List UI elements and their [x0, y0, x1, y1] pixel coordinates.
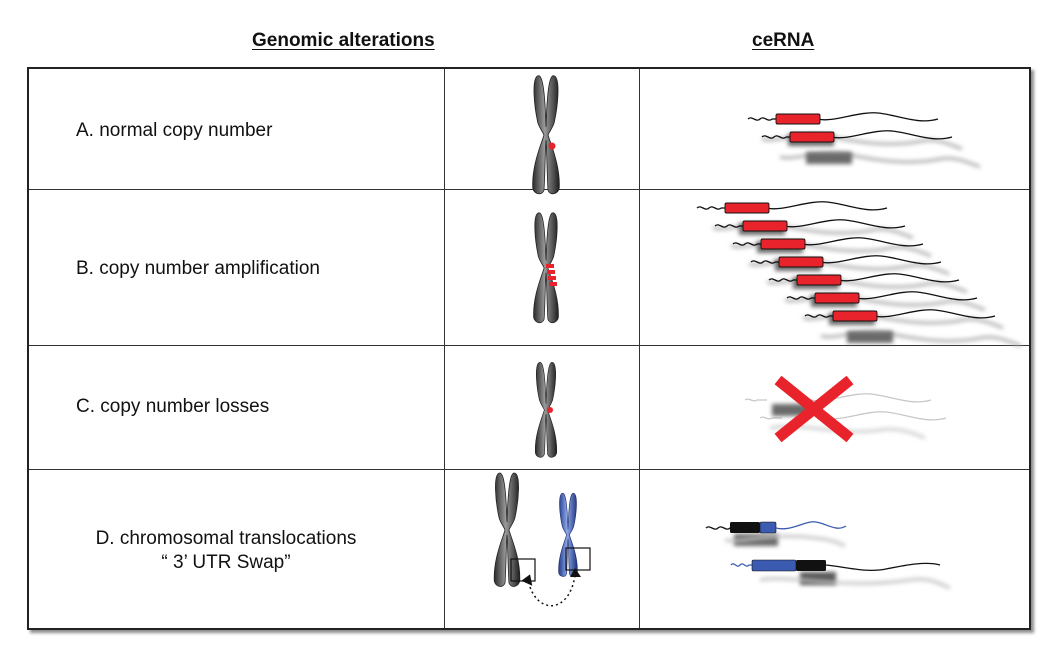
row-d-label: D. chromosomal translocations “ 3’ UTR S… [76, 527, 376, 575]
row-d-chromosomes [493, 472, 591, 607]
fusion2-blue-segment [751, 559, 797, 572]
header-genomic-alterations: Genomic alterations [252, 30, 435, 51]
row-b-label: B. copy number amplification [76, 258, 320, 279]
row-divider-3 [29, 469, 1029, 470]
fusion-black-segment [730, 522, 760, 533]
row-a-cerna [747, 112, 980, 167]
row-a-gene-mark [548, 142, 556, 150]
fusion-blue-segment [759, 521, 777, 534]
fusion2-black-segment [796, 560, 826, 571]
swap-arrow-path [529, 574, 576, 607]
row-divider-1 [29, 189, 1029, 190]
alterations-table: A. normal copy number B. copy number amp… [27, 67, 1031, 630]
swap-box-right [565, 547, 591, 571]
row-c-gene-mark [547, 407, 553, 413]
row-d-cerna [705, 521, 951, 590]
row-c-label: C. copy number losses [76, 396, 270, 417]
row-c-cerna [744, 375, 947, 443]
row-d-sublabel: “ 3’ UTR Swap” [161, 552, 291, 573]
row-b-gene-mark [546, 264, 554, 268]
row-d-label-line1: D. chromosomal translocations [95, 528, 357, 549]
column-divider-1 [444, 69, 445, 628]
row-c-chromosome [534, 361, 558, 458]
row-b-chromosome [533, 212, 559, 324]
row-a-label: A. normal copy number [76, 120, 273, 141]
row-a-chromosome [532, 75, 560, 195]
row-divider-2 [29, 345, 1029, 346]
header-cerna: ceRNA [752, 30, 815, 51]
arrow-head-left [521, 574, 533, 586]
row-b-cerna [696, 201, 1021, 346]
column-divider-2 [639, 69, 640, 628]
arrow-head-right [570, 568, 581, 577]
